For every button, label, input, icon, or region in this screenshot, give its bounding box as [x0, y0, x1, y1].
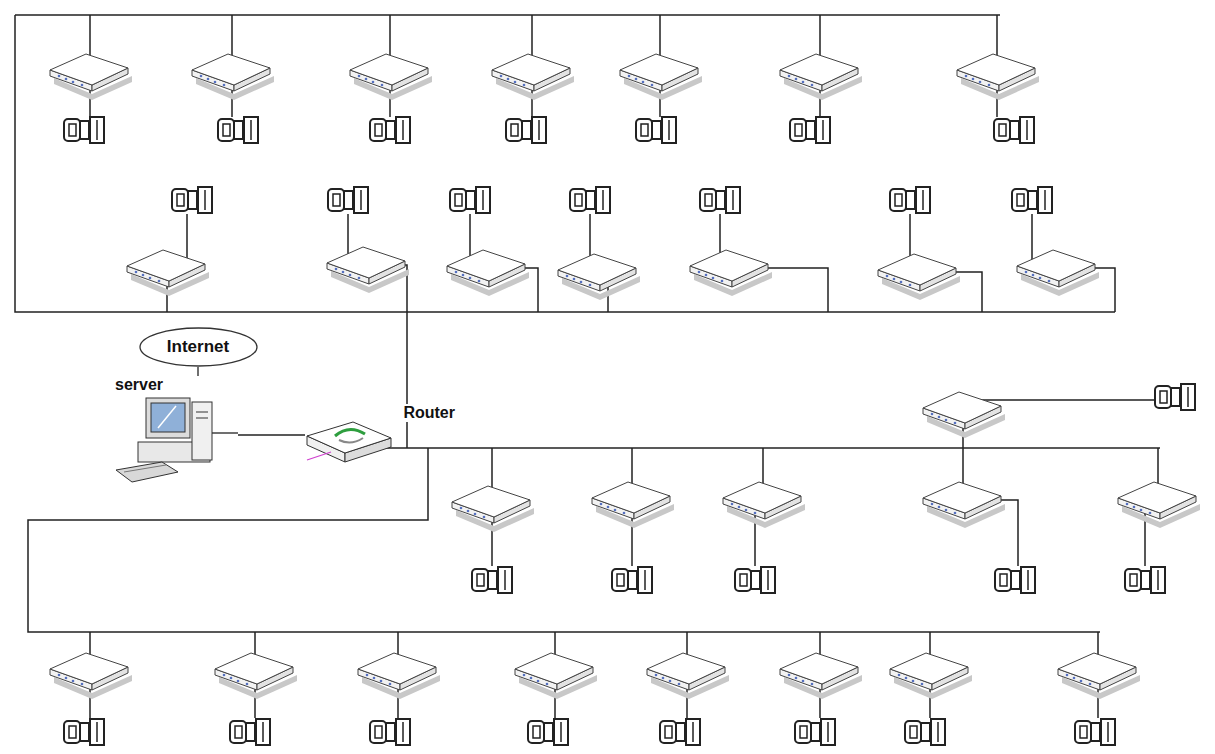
switch-icon: [592, 482, 674, 528]
pc-icon: [790, 117, 830, 143]
pc-icon: [1125, 567, 1165, 593]
switch-icon: [780, 54, 862, 100]
pc-icon: [612, 567, 652, 593]
pc-icon: [328, 187, 368, 213]
pc-icon: [660, 719, 700, 745]
switch-icon: [358, 653, 440, 699]
pc-icon: [700, 187, 740, 213]
pc-icon: [172, 187, 212, 213]
switch-icon: [350, 54, 432, 100]
switch-icon: [492, 54, 574, 100]
router-node: Router: [305, 402, 461, 468]
pc-icon: [370, 117, 410, 143]
pc-icon: [64, 117, 104, 143]
ellipse-shape: [140, 328, 257, 366]
node-label: Internet: [167, 337, 229, 357]
switch-icon: [1058, 653, 1140, 699]
drop-wire: [492, 500, 1145, 566]
switch-icon: [890, 653, 972, 699]
switch-icon: [327, 247, 409, 293]
pc-icon: [1075, 719, 1115, 745]
pc-icon: [450, 187, 490, 213]
pc-icon: [995, 567, 1035, 593]
switch-icon: [452, 486, 534, 532]
switch-icon: [215, 653, 297, 699]
node-label: Router: [401, 404, 457, 422]
switch-icon: [1118, 482, 1200, 528]
switch-icon: [50, 653, 132, 699]
bus-wire: [385, 447, 1160, 449]
network-cable: [238, 434, 305, 435]
pc-icon: [890, 187, 930, 213]
drop-wire: [167, 265, 1115, 448]
bus-wire: [28, 448, 1100, 632]
pc-icon: [218, 117, 258, 143]
switch-icon: [192, 54, 274, 100]
switch-icon: [923, 482, 1005, 528]
switches: [50, 54, 1200, 699]
pc-icon: [506, 117, 546, 143]
switch-icon: [50, 54, 132, 100]
pc-icon: [1012, 187, 1052, 213]
switch-icon: [620, 54, 702, 100]
server-computer-icon: [110, 398, 238, 488]
pc-icon: [230, 719, 270, 745]
switch-icon: [647, 653, 729, 699]
switch-icon: [1017, 250, 1099, 296]
pc-icon: [735, 567, 775, 593]
server-node: server: [110, 376, 238, 488]
drop-wire: [492, 448, 1158, 492]
pc-icon: [528, 719, 568, 745]
drop-wire: [90, 15, 997, 58]
pc-icon: [795, 719, 835, 745]
switch-icon: [957, 54, 1039, 100]
cloud-ellipse: Internet: [139, 327, 258, 367]
switch-icon: [127, 250, 209, 296]
node-label: server: [114, 376, 164, 394]
switch-icon: [690, 250, 772, 296]
router-icon: [305, 416, 397, 468]
switch-icon: [515, 653, 597, 699]
network-wires: [15, 15, 1160, 718]
pc-icon: [64, 719, 104, 745]
pc-icon: [570, 187, 610, 213]
bus-wire: [15, 15, 1115, 312]
switch-icon: [447, 250, 529, 296]
pc-icon: [472, 567, 512, 593]
network-cable: [197, 367, 198, 376]
drop-wire: [90, 632, 1098, 657]
switch-icon: [780, 653, 862, 699]
pc-icon: [905, 719, 945, 745]
pc-icon: [994, 117, 1034, 143]
switch-icon: [723, 482, 805, 528]
switch-icon: [878, 254, 960, 300]
computers: [64, 117, 1195, 745]
switch-icon: [923, 392, 1005, 438]
pc-icon: [636, 117, 676, 143]
pc-icon: [1155, 384, 1195, 410]
pc-icon: [370, 719, 410, 745]
switch-icon: [558, 254, 640, 300]
